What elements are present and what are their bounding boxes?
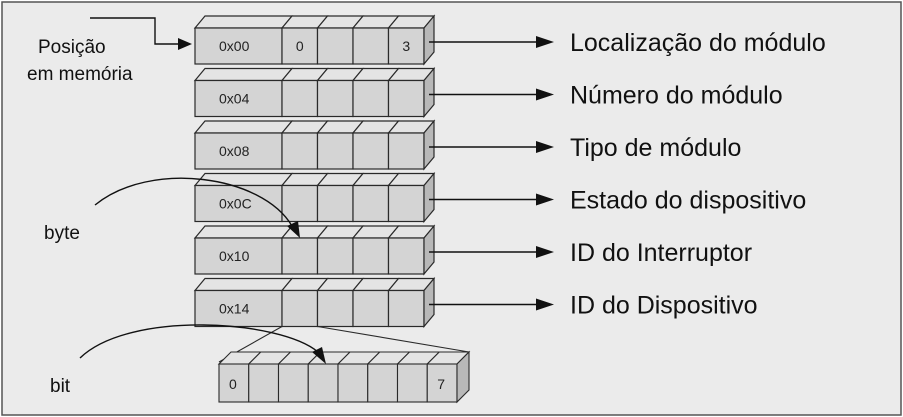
position-label-line1: Posição (38, 37, 106, 58)
byte-cell (387, 132, 425, 170)
byte-cell (352, 132, 390, 170)
row-side-face (423, 119, 435, 171)
bit-cell (277, 363, 309, 403)
byte-cell (316, 79, 354, 118)
byte-cell (352, 79, 390, 118)
field-arrowhead (536, 36, 554, 48)
bit-pointer-arrowhead (312, 347, 326, 364)
byte-cell (387, 79, 425, 118)
byte-cell (281, 132, 319, 170)
memory-row: 0x0C Estado do dispositivo (193, 171, 806, 224)
cell-top-face (193, 225, 294, 239)
memory-row: 0x00 0 3 Localização do módulo (193, 14, 826, 66)
cell-top-face (193, 67, 294, 82)
address-cell (194, 79, 283, 118)
address-cell (194, 132, 283, 170)
address-text: 0x00 (219, 38, 250, 54)
row-side-face (423, 276, 435, 329)
field-label: Localização do módulo (570, 29, 826, 57)
bit-cell-text: 7 (437, 376, 445, 392)
row-side-face (423, 171, 435, 224)
address-cell (194, 27, 283, 65)
byte-cell (352, 289, 390, 328)
bit-cell (426, 363, 458, 403)
byte-cell (387, 237, 425, 275)
field-arrowhead (536, 141, 554, 153)
field-arrowhead (536, 246, 554, 258)
field-arrowhead (536, 193, 554, 206)
field-label: Tipo de módulo (570, 134, 741, 162)
byte-cell (281, 79, 319, 118)
cell-top-face (193, 15, 294, 29)
position-pointer-arrowhead (178, 38, 192, 50)
byte-cell-text: 0 (296, 38, 304, 54)
address-cell (194, 237, 283, 275)
row-side-face (423, 224, 435, 276)
position-label-line2: em memória (27, 64, 133, 85)
address-text: 0x04 (219, 91, 250, 107)
byte-cell (281, 184, 319, 223)
byte-cell (281, 289, 319, 328)
byte-cell (316, 237, 354, 275)
address-cell (194, 184, 283, 223)
bit-cell (218, 363, 250, 403)
address-text: 0x14 (219, 301, 250, 317)
bit-row-side-face (456, 350, 470, 404)
byte-cell (352, 237, 390, 275)
bit-label: bit (50, 376, 71, 397)
field-arrowhead (536, 88, 554, 101)
byte-cell (316, 289, 354, 328)
byte-pointer-curve (94, 177, 293, 227)
memory-row: 0x04 Número do módulo (193, 66, 783, 119)
bit-cell (248, 363, 280, 403)
byte-cell-text: 3 (402, 38, 410, 54)
address-text: 0x0C (219, 196, 252, 212)
byte-cell (352, 27, 390, 65)
field-label: Número do módulo (570, 82, 783, 110)
memory-row: 0x08 Tipo de módulo (193, 119, 741, 171)
field-label: Estado do dispositivo (570, 187, 806, 215)
bit-cell (337, 363, 369, 403)
byte-pointer-arrowhead (287, 221, 300, 238)
address-text: 0x08 (219, 143, 250, 159)
memory-row: 0x14 ID do Dispositivo (193, 276, 758, 329)
address-cell (194, 289, 283, 328)
field-arrowhead (536, 298, 554, 311)
row-side-face (423, 14, 435, 66)
byte-cell (316, 184, 354, 223)
byte-cell (281, 237, 319, 275)
bit-cell-text: 0 (229, 376, 237, 392)
byte-cell (387, 184, 425, 223)
address-text: 0x10 (219, 248, 250, 264)
memory-rows: 0x00 0 3 Localização do módulo 0x04 Número do… (193, 14, 826, 329)
memory-row: 0x10 ID do Interruptor (193, 224, 752, 276)
bit-cell (367, 363, 399, 403)
position-pointer-line (90, 17, 178, 45)
expand-line-right (317, 325, 470, 353)
field-label: ID do Dispositivo (570, 292, 758, 320)
bit-cell (307, 363, 339, 403)
byte-cell (387, 27, 425, 65)
byte-label: byte (44, 223, 80, 244)
byte-cell (316, 132, 354, 170)
byte-cell (352, 184, 390, 223)
bit-cell (396, 363, 428, 403)
cell-top-face (193, 120, 294, 134)
bit-pointer-curve (79, 324, 319, 359)
field-label: ID do Interruptor (570, 239, 752, 267)
cell-top-face (193, 277, 294, 292)
byte-cell (387, 289, 425, 328)
row-side-face (423, 66, 435, 119)
byte-cell (316, 27, 354, 65)
cell-top-face (193, 172, 294, 187)
